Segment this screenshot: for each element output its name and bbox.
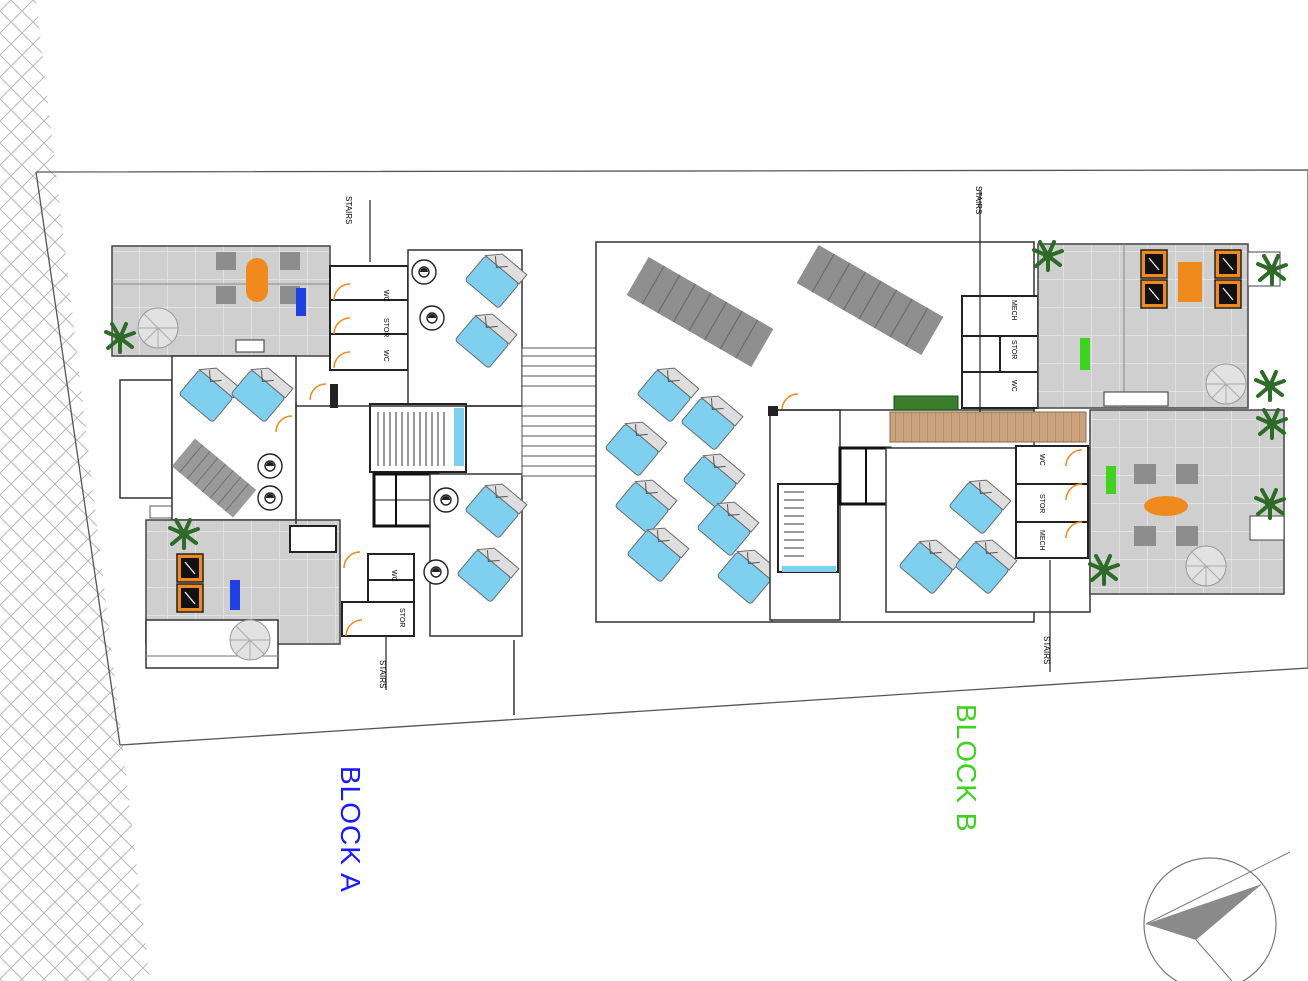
connecting-bridge [521,347,597,477]
plot-boundary [35,169,1308,746]
stair-stamp-a-top: STAIRS [344,196,353,224]
block-a-plan: WC STOR WC [104,196,528,690]
room-mech-b1: MECH [1010,300,1017,321]
stair-stamp-b-bottom: STAIRS [1042,636,1051,664]
stair-stamp-a-bottom: STAIRS [378,660,387,688]
room-stor-a1: STOR [382,318,389,337]
room-wc-a1: WC [382,290,389,302]
outdoor-table-b2 [1144,496,1188,516]
block-a-label: BLOCK A [335,766,366,893]
room-stor-b2: STOR [1038,494,1045,513]
outdoor-table [246,258,268,302]
plot-boundary-left [35,171,121,746]
stair-stamp-b-top: STAIRS [974,186,983,214]
boundary-hatch [0,0,150,981]
terrace-b-bottom [1089,409,1285,595]
room-wc-a2: WC [382,350,389,362]
stairwell-a [369,403,467,473]
room-wc-b1: WC [1010,380,1017,392]
block-b-label: BLOCK B [951,704,982,833]
room-wc-a3: WC [390,570,397,582]
room-stor-a2: STOR [398,608,405,627]
north-arrow [1143,851,1291,981]
block-b-plan: MECH STOR WC WC STOR MECH [595,186,1288,672]
outdoor-table-b [1178,262,1202,302]
timber-walkway [889,411,1087,443]
room-mech-b2: MECH [1038,530,1045,551]
stairwell-b [777,483,839,573]
room-stor-b1: STOR [1010,340,1017,359]
room-wc-b2: WC [1038,454,1045,466]
